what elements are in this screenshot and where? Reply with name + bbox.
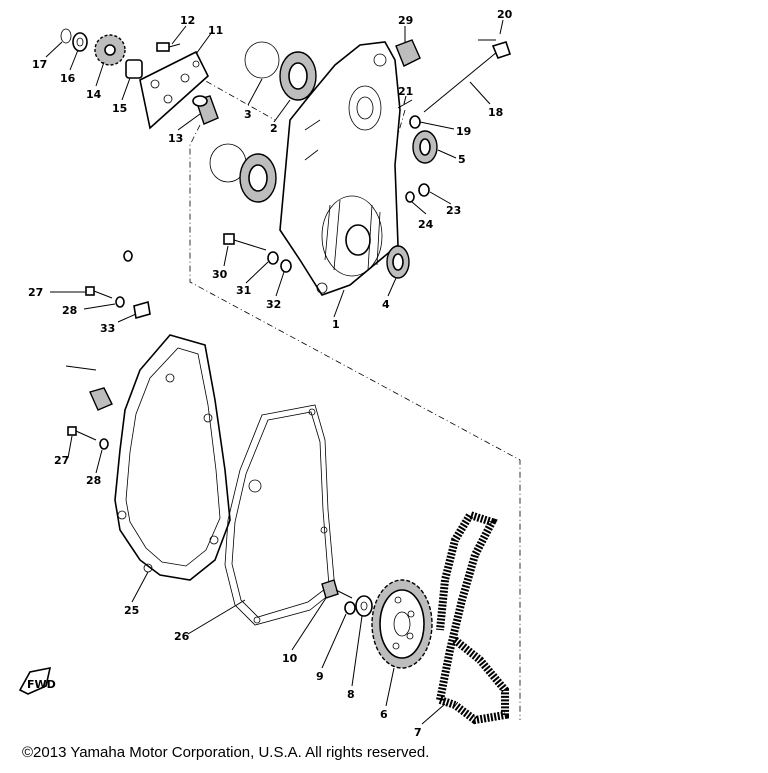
callout-18: 18	[488, 106, 503, 119]
callout-32: 32	[266, 298, 281, 311]
oil-seal-upper	[412, 130, 438, 164]
callout-1: 1	[332, 318, 340, 331]
callout-10: 10	[282, 652, 298, 665]
callout-16: 16	[60, 72, 76, 85]
washer	[72, 32, 88, 52]
copyright-notice: ©2013 Yamaha Motor Corporation, U.S.A. A…	[22, 744, 430, 761]
callout-26: 26	[174, 630, 190, 643]
callout-29: 29	[398, 14, 413, 27]
bearing-upper	[279, 51, 317, 101]
washer-8	[355, 595, 373, 617]
washer-9	[344, 601, 356, 615]
oil-seal-lower	[386, 245, 410, 279]
bushing	[192, 95, 219, 125]
breather-tube	[89, 250, 168, 411]
callout-24: 24	[418, 218, 434, 231]
circlip	[60, 28, 72, 44]
callout-14: 14	[86, 88, 102, 101]
callout-19: 19	[456, 125, 471, 138]
callout-7: 7	[414, 726, 422, 739]
bearing-plate	[139, 50, 209, 130]
washer-19	[409, 115, 421, 129]
fwd-label: FWD	[27, 678, 56, 691]
bearing-lower	[239, 153, 277, 203]
pin-21	[397, 99, 413, 109]
callout-4: 4	[382, 298, 390, 311]
bolt-10	[321, 579, 353, 599]
chain-case-housing	[279, 41, 401, 296]
callout-33: 33	[100, 322, 115, 335]
bolt-27-upper	[85, 286, 113, 299]
callout-6: 6	[380, 708, 388, 721]
washer-28-upper	[115, 296, 125, 308]
washer-24	[405, 191, 415, 203]
callout-30: 30	[212, 268, 228, 281]
washer-31	[267, 251, 279, 265]
callout-11: 11	[208, 24, 223, 37]
callout-labels: 1 2 3 4 5 6 7 8 9 10 11 12 13 14 15 16 1…	[28, 8, 513, 739]
small-sprocket	[94, 34, 126, 66]
bolt-27-lower	[67, 426, 97, 441]
cap	[395, 39, 421, 67]
nut-23	[418, 183, 430, 197]
callout-25: 25	[124, 604, 139, 617]
callout-8: 8	[347, 688, 355, 701]
washer-32	[280, 259, 292, 273]
callout-28-lower: 28	[86, 474, 101, 487]
callout-12: 12	[180, 14, 195, 27]
callout-31: 31	[236, 284, 251, 297]
callout-21: 21	[398, 85, 413, 98]
long-bolt	[423, 41, 512, 113]
leader-lines	[45, 19, 504, 725]
chain-case-cover	[114, 334, 231, 581]
callout-27-lower: 27	[54, 454, 69, 467]
callout-20: 20	[497, 8, 513, 21]
large-sprocket	[371, 579, 433, 669]
callout-15: 15	[112, 102, 127, 115]
callout-23: 23	[446, 204, 461, 217]
clamp-33	[133, 300, 151, 320]
bolt-30	[223, 233, 267, 251]
callout-2: 2	[270, 122, 278, 135]
drive-chain	[436, 510, 509, 725]
collar	[125, 59, 143, 79]
gasket	[224, 404, 336, 626]
fwd-arrow-icon: FWD	[18, 666, 56, 695]
callout-28-upper: 28	[62, 304, 77, 317]
callout-3: 3	[244, 108, 252, 121]
callout-13: 13	[168, 132, 183, 145]
callout-27-upper: 27	[28, 286, 43, 299]
callout-17: 17	[32, 58, 47, 71]
bolt	[156, 42, 181, 52]
callout-5: 5	[458, 153, 466, 166]
washer-28-lower	[99, 438, 109, 450]
callout-9: 9	[316, 670, 324, 683]
